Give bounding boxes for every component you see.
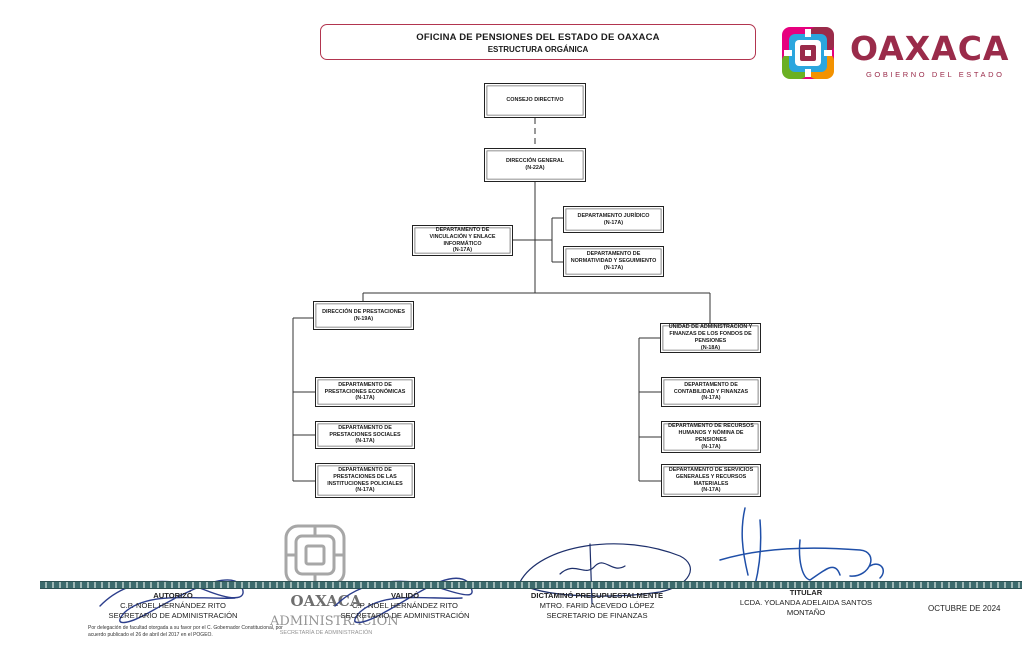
box-label: DEPARTAMENTO DE RECURSOS HUMANOS Y NÓMIN… bbox=[668, 423, 754, 443]
document-title-box: OFICINA DE PENSIONES DEL ESTADO DE OAXAC… bbox=[320, 24, 756, 60]
signature-name: MTRO. FARID ACEVEDO LÓPEZ bbox=[539, 601, 655, 610]
box-code: (N-17A) bbox=[603, 219, 624, 226]
box-code: (N-17A) bbox=[355, 438, 375, 445]
box-prestaciones-economicas: DEPARTAMENTO DE PRESTACIONES ECONÓMICAS … bbox=[315, 377, 415, 407]
logo-subtitle: GOBIERNO DEL ESTADO bbox=[866, 70, 1005, 79]
box-code: (N-17A) bbox=[355, 487, 375, 494]
signature-title: SECRETARIO DE ADMINISTRACIÓN bbox=[340, 611, 470, 620]
document-title: OFICINA DE PENSIONES DEL ESTADO DE OAXAC… bbox=[416, 32, 660, 43]
box-vinculacion: DEPARTAMENTO DE VINCULACIÓN Y ENLACE INF… bbox=[412, 225, 513, 256]
box-recursos-humanos: DEPARTAMENTO DE RECURSOS HUMANOS Y NÓMIN… bbox=[661, 421, 761, 453]
seal-caption: SECRETARÍA DE ADMINISTRACIÓN bbox=[279, 630, 373, 636]
document-subtitle: ESTRUCTURA ORGÁNICA bbox=[487, 45, 589, 54]
signature-name: LCDA. YOLANDA ADELAIDA SANTOS MONTAÑO bbox=[739, 598, 873, 617]
signature-role: DICTAMINÓ PRESUPUESTALMENTE bbox=[530, 591, 664, 600]
signature-block-dictamino: DICTAMINÓ PRESUPUESTALMENTE MTRO. FARID … bbox=[512, 591, 682, 621]
box-label: DEPARTAMENTO DE NORMATIVIDAD Y SEGUIMIEN… bbox=[570, 251, 657, 265]
document-date: OCTUBRE DE 2024 bbox=[928, 604, 1001, 613]
box-label: DEPARTAMENTO DE CONTABILIDAD Y FINANZAS bbox=[673, 381, 749, 395]
box-code: (N-17A) bbox=[355, 395, 375, 402]
box-label: UNIDAD DE ADMINISTRACIÓN Y FINANZAS DE L… bbox=[668, 324, 753, 344]
signature-name: C.P. NOEL HERNÁNDEZ RITO bbox=[352, 601, 458, 610]
box-label: DEPARTAMENTO DE PRESTACIONES ECONÓMICAS bbox=[324, 381, 406, 395]
signature-name: C.P. NOEL HERNÁNDEZ RITO bbox=[120, 601, 226, 610]
box-code: (N-18A) bbox=[700, 344, 721, 351]
box-contabilidad: DEPARTAMENTO DE CONTABILIDAD Y FINANZAS … bbox=[661, 377, 761, 407]
box-label: DEPARTAMENTO DE PRESTACIONES SOCIALES bbox=[329, 424, 401, 438]
signature-block-valido: VALIDÓ C.P. NOEL HERNÁNDEZ RITO SECRETAR… bbox=[330, 591, 480, 621]
box-normatividad: DEPARTAMENTO DE NORMATIVIDAD Y SEGUIMIEN… bbox=[563, 246, 664, 277]
box-label: DEPARTAMENTO DE VINCULACIÓN Y ENLACE INF… bbox=[429, 226, 496, 247]
box-code: (N-17A) bbox=[701, 395, 721, 402]
box-code: (N-17A) bbox=[701, 443, 721, 450]
signature-role: TITULAR bbox=[789, 588, 823, 597]
footer-decorative-band bbox=[40, 581, 1022, 589]
box-code: (N-19A) bbox=[353, 315, 374, 322]
box-label: DIRECCIÓN DE PRESTACIONES bbox=[322, 308, 405, 315]
box-label: DIRECCIÓN GENERAL bbox=[505, 158, 565, 165]
box-direccion-general: DIRECCIÓN GENERAL (N-22A) bbox=[484, 148, 586, 182]
oaxaca-emblem-icon bbox=[782, 27, 834, 79]
box-direccion-prestaciones: DIRECCIÓN DE PRESTACIONES (N-19A) bbox=[313, 301, 414, 330]
seal-emblem-icon bbox=[284, 524, 346, 586]
signature-role: AUTORIZÓ bbox=[153, 591, 193, 600]
box-code: (N-17A) bbox=[603, 264, 624, 271]
oaxaca-logo: OAXACA GOBIERNO DEL ESTADO bbox=[780, 25, 1020, 83]
box-code: (N-22A) bbox=[525, 165, 545, 171]
signature-title: SECRETARIO DE ADMINISTRACIÓN bbox=[108, 611, 238, 620]
box-unidad-administracion: UNIDAD DE ADMINISTRACIÓN Y FINANZAS DE L… bbox=[660, 323, 761, 353]
box-label: DEPARTAMENTO DE SERVICIOS GENERALES Y RE… bbox=[668, 466, 754, 487]
box-label: CONSEJO DIRECTIVO bbox=[506, 97, 564, 104]
box-prestaciones-sociales: DEPARTAMENTO DE PRESTACIONES SOCIALES (N… bbox=[315, 421, 415, 449]
box-code: (N-17A) bbox=[452, 247, 473, 254]
signature-block-autorizo: AUTORIZÓ C.P. NOEL HERNÁNDEZ RITO SECRET… bbox=[98, 591, 248, 621]
box-code: (N-17A) bbox=[701, 487, 721, 494]
box-prestaciones-policiales: DEPARTAMENTO DE PRESTACIONES DE LAS INST… bbox=[315, 463, 415, 498]
signature-role: VALIDÓ bbox=[390, 591, 420, 600]
signature-title: SECRETARIO DE FINANZAS bbox=[546, 611, 648, 620]
signature-block-titular: TITULAR LCDA. YOLANDA ADELAIDA SANTOS MO… bbox=[722, 588, 890, 618]
logo-wordmark: OAXACA bbox=[850, 29, 1010, 68]
delegation-note: Por delegación de facultad otorgada a su… bbox=[88, 625, 283, 638]
box-label: DEPARTAMENTO JURÍDICO bbox=[577, 212, 650, 219]
box-servicios-generales: DEPARTAMENTO DE SERVICIOS GENERALES Y RE… bbox=[661, 464, 761, 497]
box-label: DEPARTAMENTO DE PRESTACIONES DE LAS INST… bbox=[327, 466, 403, 487]
box-juridico: DEPARTAMENTO JURÍDICO (N-17A) bbox=[563, 206, 664, 233]
box-consejo-directivo: CONSEJO DIRECTIVO bbox=[484, 83, 586, 118]
